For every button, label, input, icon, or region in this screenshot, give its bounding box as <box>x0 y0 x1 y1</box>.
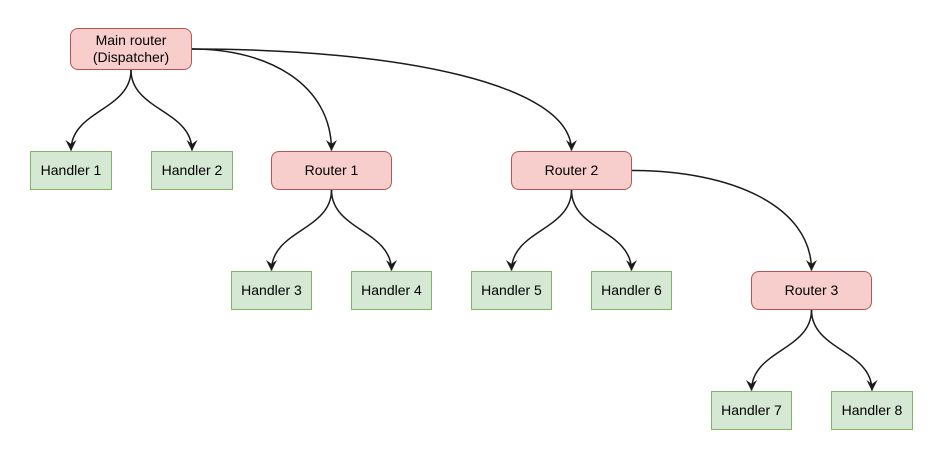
node-label: Router 2 <box>544 162 599 178</box>
node-router-1: Router 1 <box>271 151 392 190</box>
node-router-3: Router 3 <box>751 271 872 310</box>
node-label: Handler 5 <box>481 282 542 298</box>
node-label: Main router <box>95 32 167 48</box>
node-label: Handler 2 <box>161 162 223 178</box>
node-main-router: Main router(Dispatcher) <box>70 28 192 70</box>
edge-router-1-to-handler-3 <box>266 189 333 272</box>
edge-router-2-to-handler-6 <box>570 189 637 272</box>
node-handler-2: Handler 2 <box>151 151 233 190</box>
node-label: Handler 4 <box>361 282 422 298</box>
node-label: (Dispatcher) <box>92 49 170 65</box>
node-label: Router 3 <box>784 282 839 298</box>
node-label: Handler 7 <box>721 402 782 418</box>
node-router-2: Router 2 <box>511 151 632 190</box>
node-handler-1: Handler 1 <box>30 151 112 190</box>
edge-router-3-to-handler-7 <box>746 309 813 392</box>
node-handler-4: Handler 4 <box>351 271 432 310</box>
node-handler-6: Handler 6 <box>591 271 672 310</box>
edge-main-router-to-router-1 <box>191 48 337 152</box>
edge-main-router-to-handler-2 <box>130 69 198 152</box>
edge-router-3-to-handler-8 <box>810 309 878 392</box>
node-label: Router 1 <box>304 162 359 178</box>
edge-main-router-to-router-2 <box>191 48 577 152</box>
node-handler-7: Handler 7 <box>711 391 792 430</box>
node-handler-5: Handler 5 <box>471 271 552 310</box>
edge-main-router-to-handler-1 <box>65 69 132 152</box>
node-label: Handler 1 <box>40 162 102 178</box>
node-handler-8: Handler 8 <box>831 391 913 430</box>
node-label: Handler 6 <box>601 282 662 298</box>
edge-router-2-to-handler-5 <box>506 189 573 272</box>
edge-router-2-to-router-3 <box>631 169 817 272</box>
node-label: Handler 8 <box>841 402 903 418</box>
edge-router-1-to-handler-4 <box>330 189 397 272</box>
node-handler-3: Handler 3 <box>231 271 312 310</box>
node-label: Handler 3 <box>241 282 302 298</box>
